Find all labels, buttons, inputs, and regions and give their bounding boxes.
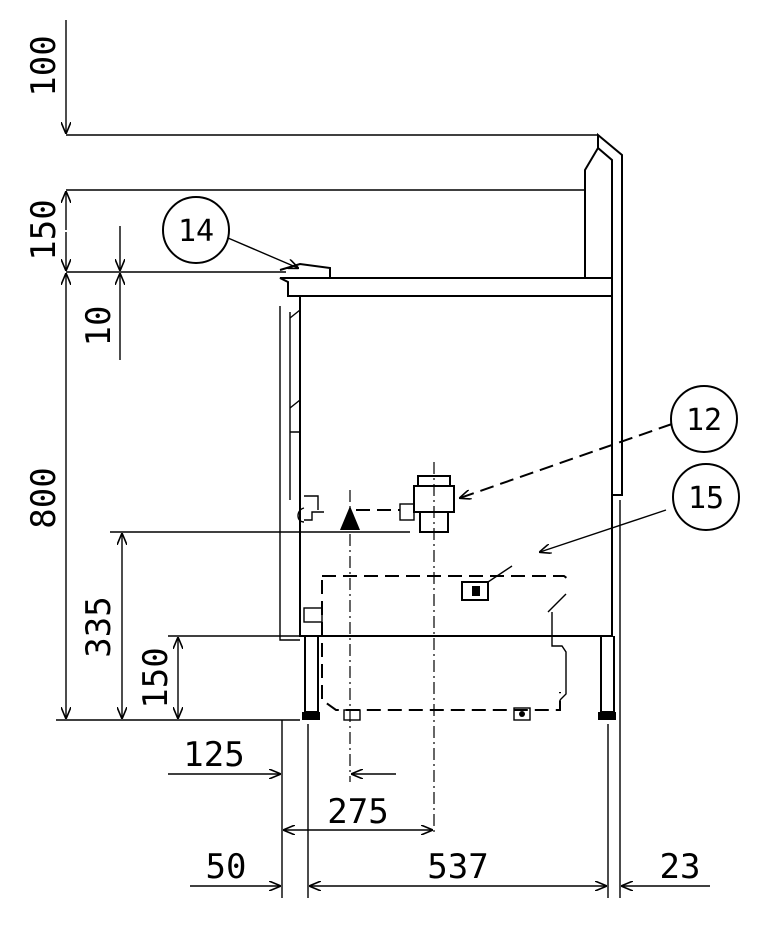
dim-275: 275 [327,792,388,832]
unit-outline [279,132,623,720]
leader-lines [227,237,673,552]
dimension-lines [66,20,710,886]
dim-100: 100 [24,35,64,96]
dim-50: 50 [206,847,247,887]
dim-537: 537 [427,847,488,887]
dim-125: 125 [183,735,244,775]
dimension-labels: 100 150 10 800 335 150 125 275 50 537 23 [24,35,700,887]
callout-15: 15 [672,463,740,531]
callout-12-label: 12 [686,403,722,438]
gas-valve [340,462,455,836]
callout-12: 12 [670,385,738,453]
dim-23: 23 [660,847,701,887]
extension-lines [56,134,621,898]
dim-335: 335 [79,596,119,657]
callout-14-label: 14 [178,214,214,249]
dim-150-low: 150 [136,647,176,708]
drain-pan [321,565,573,721]
dim-10: 10 [79,306,119,347]
callout-14: 14 [162,196,230,264]
callout-15-label: 15 [688,481,724,516]
dim-800: 800 [24,467,64,528]
dim-150-top: 150 [24,199,64,260]
